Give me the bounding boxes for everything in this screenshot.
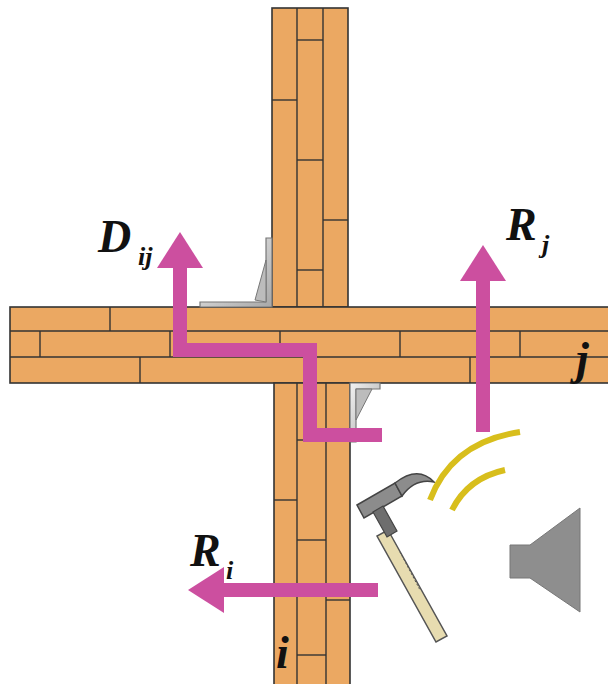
symbol-letter: D (98, 214, 131, 260)
angle-bracket (200, 238, 272, 307)
transmission-paths (180, 262, 483, 590)
panel-layers (10, 8, 608, 684)
upper-wall (272, 8, 348, 307)
panel-letter: j (576, 336, 589, 382)
panel-letter: i (276, 630, 289, 676)
loudspeaker-icon (510, 508, 580, 612)
symbol-subscript: ij (138, 244, 152, 270)
symbol-letter: R (506, 202, 537, 248)
clt-panels (10, 8, 608, 684)
radiation-path (476, 278, 490, 432)
radiation-path (222, 583, 378, 597)
arrow-heads (157, 232, 506, 613)
symbol-subscript: j (542, 232, 549, 258)
bracket-gusset (255, 260, 266, 302)
flanking-path (180, 262, 382, 435)
bracket-gusset (356, 389, 372, 420)
symbol-letter: R (190, 528, 221, 574)
symbol-subscript: i (226, 558, 233, 584)
sound-waves (430, 432, 520, 510)
